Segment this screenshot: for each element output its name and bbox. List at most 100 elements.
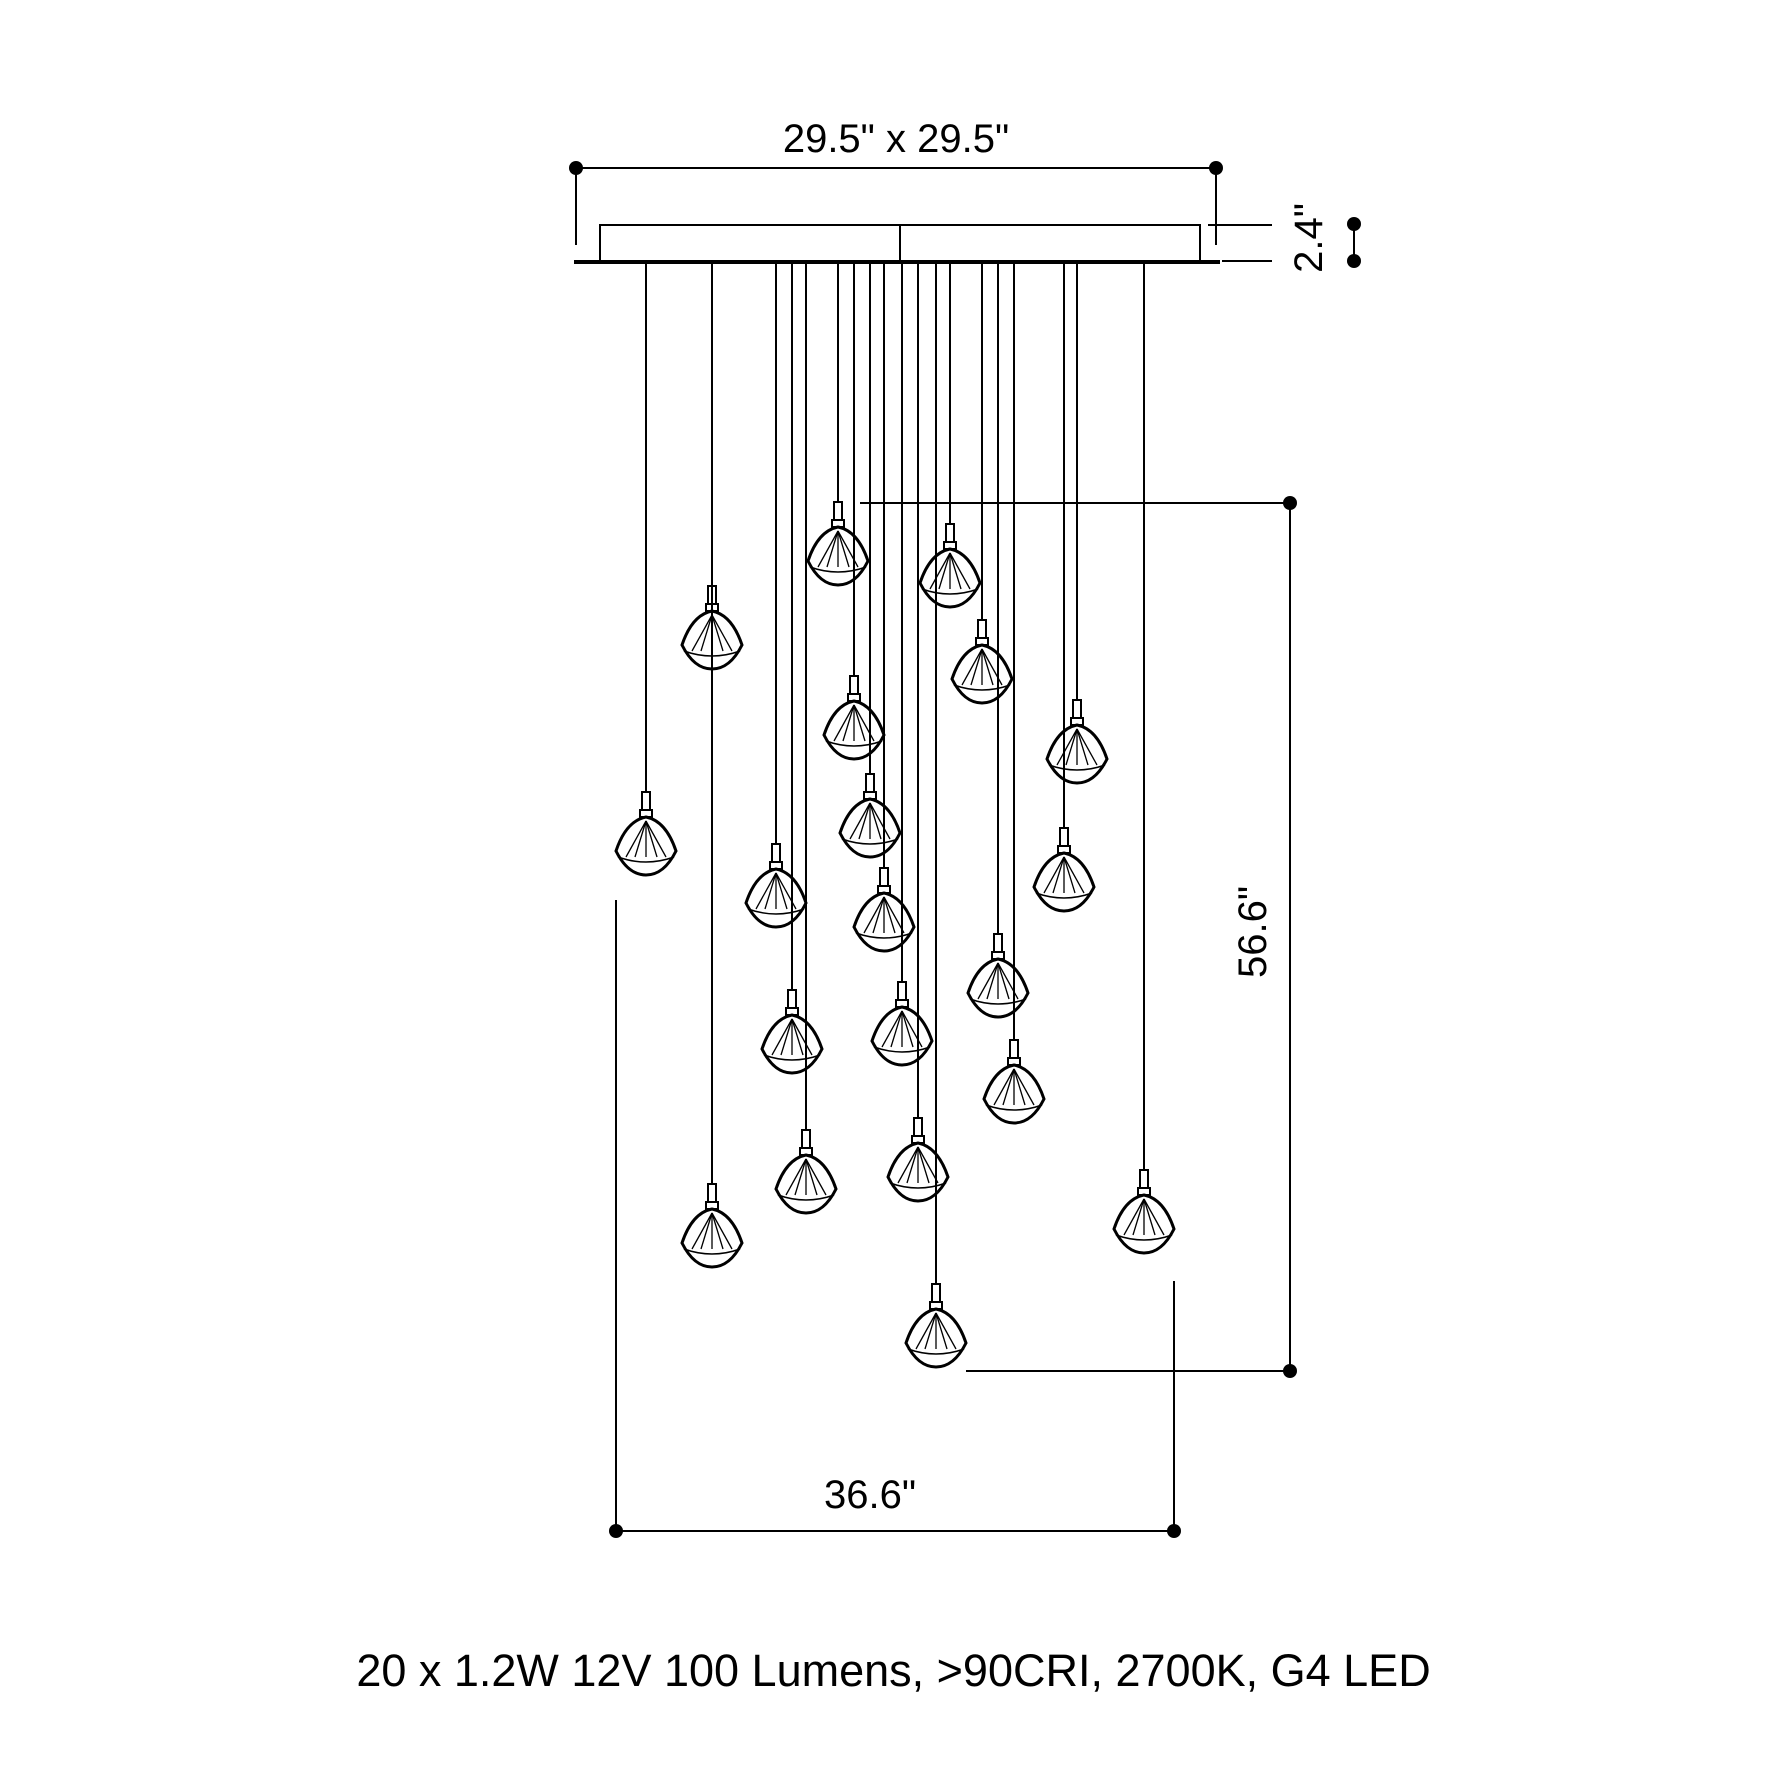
shade-rib <box>1056 728 1078 766</box>
shade-rib <box>711 614 724 652</box>
pendant-light <box>744 263 808 929</box>
shade-rib <box>711 614 733 652</box>
shade-rib <box>917 1146 930 1184</box>
shade-rib <box>997 962 1010 1000</box>
shade-rim <box>841 838 899 845</box>
shade-rib <box>833 704 855 742</box>
shade-rim <box>953 684 1011 691</box>
pendant-socket <box>977 619 987 639</box>
pendant-socket <box>833 501 843 521</box>
shade-rib <box>901 1010 914 1048</box>
shade-rim <box>617 856 675 863</box>
shade-rib <box>1076 728 1098 766</box>
shade-rib <box>780 1018 793 1056</box>
shade-rib <box>890 1010 903 1048</box>
shade-rim <box>1048 764 1106 771</box>
pendant-socket <box>1139 1169 1149 1189</box>
pendant-light <box>852 263 916 953</box>
shade-rib <box>794 1158 807 1196</box>
shade-rim <box>683 1248 741 1255</box>
shade-rib <box>949 552 971 590</box>
pendant-socket <box>1059 827 1069 847</box>
shade-rib <box>1013 1068 1035 1106</box>
shade-rib <box>869 802 891 840</box>
shade-rim <box>1115 1234 1173 1241</box>
shade-rib <box>791 1018 804 1056</box>
pendant-socket <box>913 1117 923 1137</box>
pendant-light <box>918 263 982 609</box>
shade-rib <box>785 1158 807 1196</box>
shade-rib <box>775 872 788 910</box>
shade-rib <box>883 896 896 934</box>
shade-rib <box>700 1212 713 1250</box>
pendant-socket <box>865 773 875 793</box>
shade-rib <box>961 648 983 686</box>
shade-rib <box>1002 1068 1015 1106</box>
shade-rib <box>842 704 855 742</box>
drop-height-label: 56.6" <box>1231 886 1275 978</box>
shade-rib <box>826 530 839 568</box>
shade-rib <box>1063 856 1085 894</box>
shade-rib <box>1132 1198 1145 1236</box>
shade-rib <box>915 1312 937 1350</box>
shade-rim <box>855 932 913 939</box>
canopy <box>574 224 1220 264</box>
shade-rib <box>837 530 850 568</box>
shade-rib <box>634 820 647 858</box>
shade-rib <box>929 552 951 590</box>
shade-rib <box>881 1010 903 1048</box>
shade-rib <box>625 820 647 858</box>
shade-rib <box>849 802 871 840</box>
pendant-socket <box>945 523 955 543</box>
pendant-light <box>614 263 678 877</box>
pendant-socket <box>801 1129 811 1149</box>
pendant-light <box>774 263 838 1215</box>
shade-rib <box>645 820 658 858</box>
shade-rim <box>777 1194 835 1201</box>
shade-rib <box>917 1146 939 1184</box>
shade-rib <box>645 820 667 858</box>
shade-rim <box>825 740 883 747</box>
pendant-light <box>904 263 968 1369</box>
shade-rib <box>977 962 999 1000</box>
pendant-group <box>614 263 1176 1369</box>
shade-rib <box>935 1312 957 1350</box>
pendant-socket <box>787 989 797 1009</box>
shade-rib <box>949 552 962 590</box>
shade-rib <box>771 1018 793 1056</box>
shade-rim <box>873 1046 931 1053</box>
shade-rim <box>907 1348 965 1355</box>
pendant-socket <box>897 981 907 1001</box>
pendant-light <box>1045 263 1109 785</box>
shade-rib <box>970 648 983 686</box>
canopy-width-dimension <box>569 161 1223 245</box>
shade-rib <box>791 1018 813 1056</box>
shade-rib <box>1013 1068 1026 1106</box>
shade-rib <box>1123 1198 1145 1236</box>
pendant-light <box>760 263 824 1075</box>
shade-rib <box>1052 856 1065 894</box>
pendant-light <box>950 263 1014 705</box>
shade-rib <box>817 530 839 568</box>
pendant-light <box>982 263 1046 1125</box>
shade-rib <box>711 1212 724 1250</box>
shade-rib <box>986 962 999 1000</box>
shade-rib <box>858 802 871 840</box>
shade-rib <box>872 896 885 934</box>
shade-rib <box>993 1068 1015 1106</box>
shade-rim <box>985 1104 1043 1111</box>
spread-width-dimension <box>609 900 1181 1538</box>
shade-rib <box>897 1146 919 1184</box>
shade-rib <box>1076 728 1089 766</box>
shade-rib <box>1143 1198 1165 1236</box>
shade-rib <box>981 648 994 686</box>
shade-rib <box>1043 856 1065 894</box>
shade-rib <box>935 1312 948 1350</box>
pendant-socket <box>707 1183 717 1203</box>
shade-rib <box>1143 1198 1156 1236</box>
shade-rib <box>869 802 882 840</box>
shade-rib <box>691 614 713 652</box>
pendant-socket <box>771 843 781 863</box>
shade-rib <box>924 1312 937 1350</box>
